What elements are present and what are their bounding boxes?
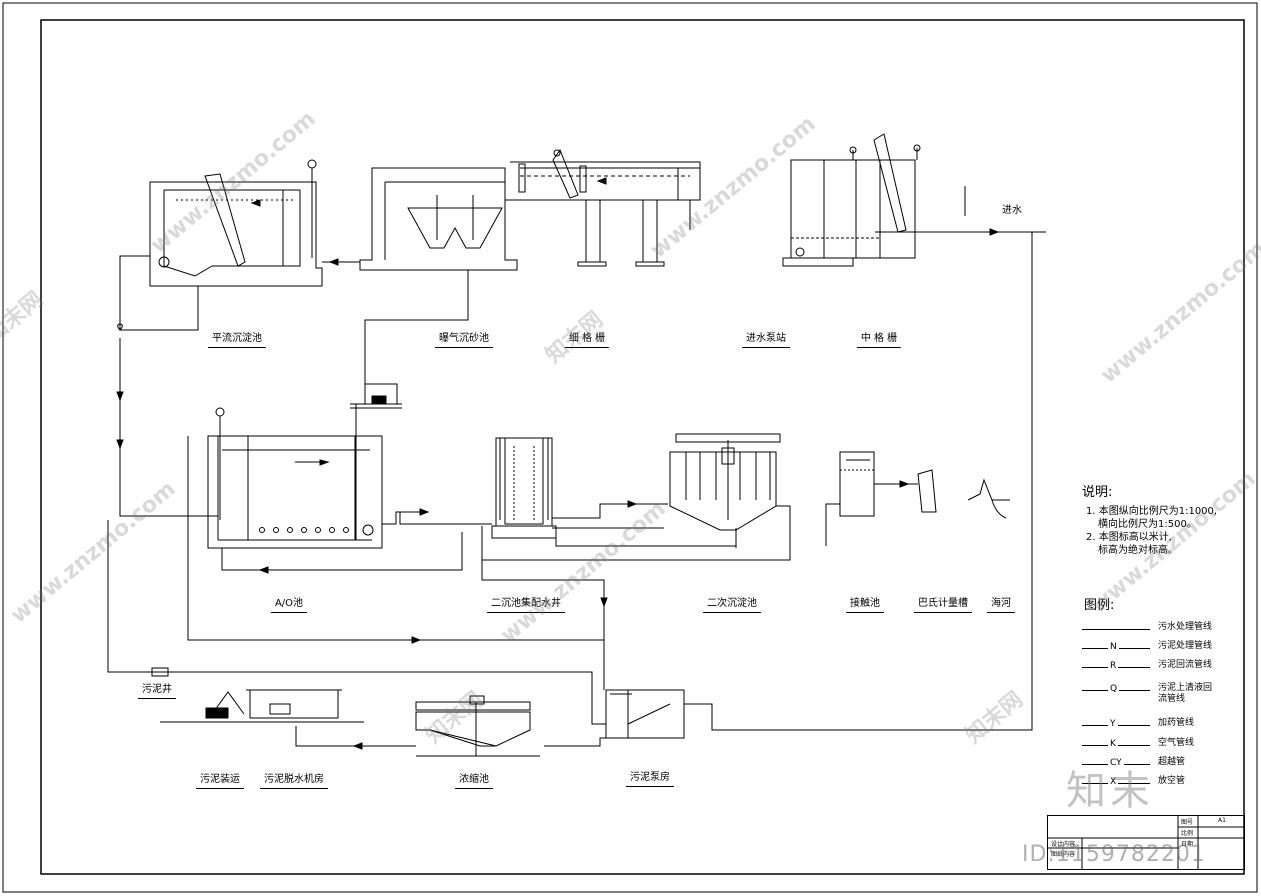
note-2b: 标高为绝对标高。 xyxy=(1098,545,1178,556)
parshall-flume xyxy=(917,469,937,513)
dewatering-building xyxy=(160,689,364,723)
legend-desc: 污泥回流管线 xyxy=(1158,660,1213,670)
inlet-pipe xyxy=(875,186,1046,236)
legend-code: R xyxy=(1108,661,1119,671)
label-distribution-well: 二沉池集配水井 xyxy=(487,598,565,613)
legend-desc: 超越管 xyxy=(1158,757,1186,767)
legend-code: Q xyxy=(1108,684,1120,694)
legend-item: K 空气管线 xyxy=(1082,738,1242,756)
legend-code: CY xyxy=(1108,758,1124,768)
legend-code: N xyxy=(1108,642,1119,652)
legend-item: 污水处理管线 xyxy=(1082,622,1242,640)
ao-to-well xyxy=(396,511,492,525)
label-thickener: 浓缩池 xyxy=(455,774,493,789)
notes-block: 说明: 1. 本图纵向比例尺为1:1000, 横向比例尺为1:500。 2. 本… xyxy=(1082,486,1217,557)
legend-code: X xyxy=(1108,777,1119,787)
tb-drawing-no: A1 xyxy=(1218,817,1226,824)
label-aerated-grit: 曝气沉砂池 xyxy=(435,333,493,348)
brand-watermark: 知末 xyxy=(1066,768,1154,814)
label-primary-settling: 平流沉淀池 xyxy=(208,333,266,348)
label-sludge-well: 污泥井 xyxy=(138,684,176,699)
return-sludge-line xyxy=(221,532,463,571)
label-dewatering-room: 污泥脱水机房 xyxy=(260,774,328,789)
legend-desc: 污水处理管线 xyxy=(1158,622,1213,632)
inner-frame xyxy=(40,19,1245,875)
label-ao-tank: A/O池 xyxy=(270,598,308,613)
legend-heading: 图例: xyxy=(1084,598,1115,613)
legend-desc: 空气管线 xyxy=(1158,738,1195,748)
aerated-grit-chamber xyxy=(359,167,518,271)
legend-item: X 放空管 xyxy=(1082,776,1242,794)
id-watermark: ID:1159782201 xyxy=(1022,842,1206,867)
primary-settling-tank xyxy=(149,159,323,287)
legend-item: R 污泥回流管线 xyxy=(1082,660,1242,678)
legend-item: Q 污泥上清液回流管线 xyxy=(1082,683,1242,711)
legend-desc: 污泥处理管线 xyxy=(1158,641,1213,651)
label-sea: 海河 xyxy=(987,598,1015,613)
sludge-main-left xyxy=(119,338,218,517)
tb-date-label: 日期 xyxy=(1181,841,1194,848)
legend-desc: 加药管线 xyxy=(1158,718,1195,728)
medium-screen-pump-station xyxy=(782,133,921,267)
label-pump-station: 进水泵站 xyxy=(742,333,790,348)
secondary-clarifier xyxy=(669,433,781,531)
contact-tank xyxy=(839,451,875,517)
label-fine-screen: 细 格 栅 xyxy=(564,333,610,348)
title-block: 图号 A1 比例 日期 设计内容 图纸内容 xyxy=(1047,815,1245,870)
label-secondary-settling: 二次沉淀池 xyxy=(703,598,761,613)
fine-screen-channel xyxy=(505,148,701,267)
primary-outflow-pipe xyxy=(119,255,199,331)
sea-outfall xyxy=(967,478,1010,519)
label-contact-tank: 接触池 xyxy=(846,598,884,613)
notes-heading: 说明: xyxy=(1082,485,1113,500)
label-inlet: 进水 xyxy=(1002,205,1022,216)
legend-item: N 污泥处理管线 xyxy=(1082,641,1242,659)
grit-discharge-pipe xyxy=(364,270,469,402)
legend-desc: 污泥上清液回流管线 xyxy=(1158,683,1213,704)
thickener xyxy=(415,695,531,756)
grit-washer xyxy=(350,383,402,409)
note-2: 2. 本图标高以米计, xyxy=(1086,532,1172,543)
label-parshall-flume: 巴氏计量槽 xyxy=(914,598,972,613)
label-sludge-pump-room: 污泥泵房 xyxy=(626,772,674,787)
tb-drawing-no-label: 图号 xyxy=(1181,819,1194,826)
ao-tank xyxy=(207,407,383,549)
label-medium-screen: 中 格 栅 xyxy=(856,333,902,348)
label-sludge-loading: 污泥装运 xyxy=(196,774,244,789)
supernatant-line xyxy=(684,232,1033,731)
note-1b: 横向比例尺为1:500。 xyxy=(1098,519,1197,530)
legend-item: Y 加药管线 xyxy=(1082,718,1242,736)
tb-scale-label: 比例 xyxy=(1181,830,1194,837)
legend-item: CY 超越管 xyxy=(1082,757,1242,775)
legend-code: Y xyxy=(1108,719,1118,729)
sludge-pump-room xyxy=(605,689,685,739)
tb-check-label: 图纸内容 xyxy=(1051,851,1076,858)
tb-design-label: 设计内容 xyxy=(1051,841,1076,848)
note-1: 1. 本图纵向比例尺为1:1000, xyxy=(1086,506,1218,517)
legend-desc: 放空管 xyxy=(1158,776,1186,786)
distribution-well xyxy=(491,437,557,539)
legend-code: K xyxy=(1108,739,1118,749)
